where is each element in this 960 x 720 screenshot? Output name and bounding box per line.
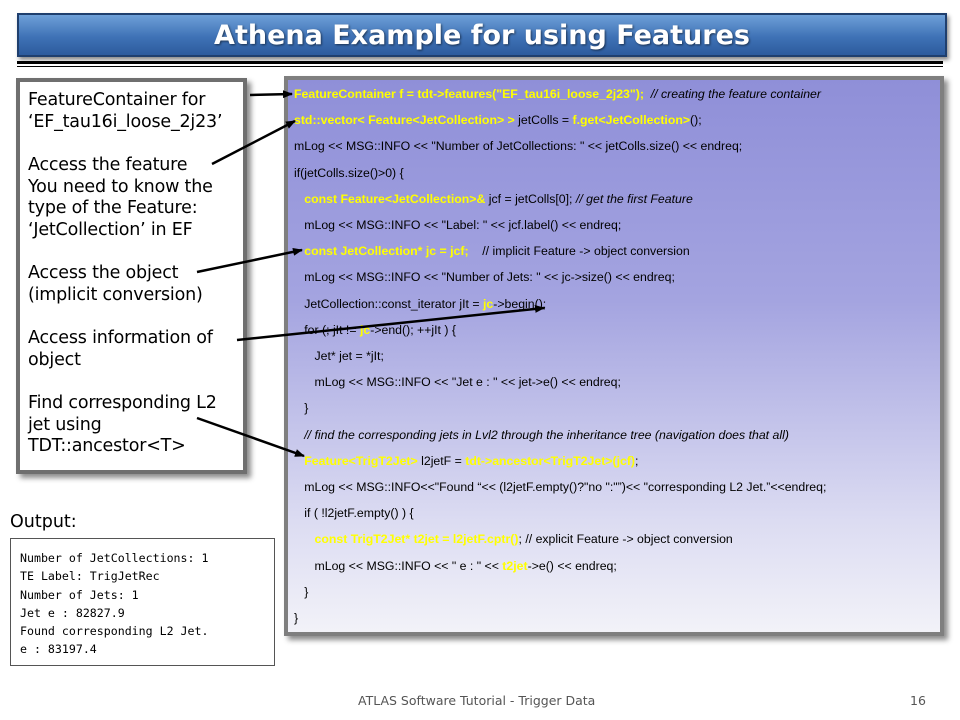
- code-text: mLog << MSG::INFO << "Number of JetColle…: [294, 139, 743, 154]
- code-line: mLog << MSG::INFO << "Label: " << jcf.la…: [294, 218, 621, 232]
- description-item: FeatureContainer for‘EF_tau16i_loose_2j2…: [28, 90, 237, 133]
- output-line: Number of Jets: 1: [20, 587, 139, 602]
- code-text: mLog << MSG::INFO << "Number of Jets: " …: [294, 270, 675, 285]
- code-line: FeatureContainer f = tdt->features("EF_t…: [294, 87, 821, 101]
- code-text: jcf = jetColls[0];: [485, 191, 576, 206]
- title-rule: [17, 61, 943, 64]
- page-number: 16: [910, 693, 926, 708]
- code-highlight: tdt->ancestor<TrigT2Jet>(jcf): [465, 453, 636, 468]
- code-line: JetCollection::const_iterator jIt = jc->…: [294, 297, 546, 311]
- description-line: (implicit conversion): [28, 284, 203, 305]
- code-line: mLog << MSG::INFO << "Number of JetColle…: [294, 139, 742, 153]
- code-text: // creating the feature container: [643, 87, 821, 101]
- code-text: }: [294, 611, 299, 625]
- arrow-find-l2: [196, 416, 305, 458]
- code-text: JetCollection::const_iterator jIt =: [294, 296, 483, 311]
- title-bar: Athena Example for using Features: [17, 13, 947, 57]
- code-text: mLog << MSG::INFO << "Label: " << jcf.la…: [294, 218, 622, 232]
- description-line: jet using: [28, 414, 102, 435]
- description-line: ‘EF_tau16i_loose_2j23’: [28, 111, 223, 132]
- code-line: // find the corresponding jets in Lvl2 t…: [294, 428, 789, 442]
- code-highlight: f.get<JetCollection>: [572, 113, 691, 128]
- description-line: FeatureContainer for: [28, 90, 206, 110]
- code-line: Jet* jet = *jIt;: [294, 349, 384, 363]
- description-panel: FeatureContainer for‘EF_tau16i_loose_2j2…: [16, 78, 247, 474]
- code-highlight: const TrigT2Jet* t2jet = l2jetF.cptr(): [314, 532, 519, 547]
- output-line: Jet e : 82827.9: [20, 605, 125, 620]
- code-line: mLog << MSG::INFO << "Number of Jets: " …: [294, 270, 675, 284]
- code-text: ->begin();: [493, 296, 547, 311]
- code-highlight: FeatureContainer f = tdt->features("EF_t…: [294, 87, 644, 101]
- code-line: const Feature<JetCollection>& jcf = jetC…: [294, 192, 693, 206]
- description-line: ‘JetCollection’ in EF: [28, 219, 193, 240]
- code-line: mLog << MSG::INFO << "Jet e : " << jet->…: [294, 375, 621, 390]
- code-line: }: [294, 401, 308, 415]
- code-highlight: Feature<TrigT2Jet>: [304, 453, 418, 468]
- description-line: Find corresponding L2: [28, 393, 217, 413]
- slide-title: Athena Example for using Features: [214, 19, 750, 51]
- code-text: mLog << MSG::INFO << " e : " <<: [294, 558, 503, 573]
- code-line: const JetCollection* jc = jcf; // implic…: [294, 244, 690, 259]
- code-text: // implicit Feature -> object conversion: [468, 244, 690, 259]
- footer-text: ATLAS Software Tutorial - Trigger Data: [358, 693, 596, 708]
- code-line: }: [294, 611, 298, 625]
- description-line: Access the object: [28, 263, 179, 283]
- description-line: Access the feature: [28, 155, 188, 175]
- code-text: }: [294, 401, 309, 416]
- output-line: Number of JetCollections: 1: [20, 551, 209, 565]
- arrow-access-information: [236, 304, 545, 342]
- code-text: // get the first Feature: [575, 191, 693, 206]
- code-line: }: [294, 585, 308, 599]
- code-line: mLog << MSG::INFO<<"Found “<< (l2jetF.em…: [294, 480, 826, 494]
- code-highlight: jc: [359, 322, 371, 337]
- output-line: e : 83197.4: [20, 642, 97, 657]
- code-line: if ( !l2jetF.empty() ) {: [294, 506, 414, 521]
- code-line: mLog << MSG::INFO << " e : " << t2jet->e…: [294, 558, 617, 573]
- code-text: ->end(); ++jIt ) {: [370, 322, 456, 337]
- output-box: Number of JetCollections: 1 TE Label: Tri…: [10, 538, 275, 666]
- description-item: Access the object(implicit conversion): [28, 263, 237, 306]
- code-line: Feature<TrigT2Jet> l2jetF = tdt->ancesto…: [294, 454, 638, 468]
- code-text: ; // explicit Feature -> object conversi…: [518, 532, 733, 547]
- code-highlight: t2jet: [502, 558, 528, 573]
- description-line: Access information of: [28, 328, 213, 348]
- code-text: if(jetColls.size()>0) {: [294, 165, 404, 180]
- code-text: mLog << MSG::INFO<<"Found “<< (l2jetF.em…: [294, 480, 827, 494]
- code-text: Jet* jet = *jIt;: [294, 349, 384, 363]
- description-line: You need to know the: [28, 176, 213, 197]
- code-text: if ( !l2jetF.empty() ) {: [294, 506, 414, 521]
- code-text: l2jetF =: [417, 453, 466, 468]
- code-line: const TrigT2Jet* t2jet = l2jetF.cptr(); …: [294, 532, 733, 546]
- code-text: ();: [690, 113, 702, 128]
- arrow-feature-container: [249, 90, 293, 99]
- output-label: Output:: [10, 512, 77, 532]
- code-highlight: std::vector< Feature<JetCollection> >: [294, 113, 519, 128]
- description-line: object: [28, 349, 81, 370]
- code-text: mLog << MSG::INFO << "Jet e : " << jet->…: [294, 375, 621, 390]
- code-text: ;: [635, 453, 639, 468]
- description-line: TDT::ancestor<T>: [28, 436, 186, 456]
- code-highlight: const Feature<JetCollection>&: [304, 191, 486, 206]
- code-line: for (; jIt != jc->end(); ++jIt ) {: [294, 323, 456, 337]
- code-text: ->e() << endreq;: [527, 558, 617, 573]
- code-text: jetColls =: [518, 113, 573, 128]
- code-highlight: jc: [482, 296, 494, 311]
- arrow-access-feature: [211, 119, 296, 166]
- code-line: std::vector< Feature<JetCollection> > je…: [294, 113, 702, 127]
- title-rule-thin: [17, 66, 943, 67]
- code-text: }: [294, 584, 309, 599]
- output-line: TE Label: TrigJetRec: [20, 569, 160, 584]
- output-line: Found corresponding L2 Jet.: [20, 624, 209, 639]
- code-line: if(jetColls.size()>0) {: [294, 166, 404, 180]
- code-highlight: const JetCollection* jc = jcf;: [304, 244, 469, 259]
- code-panel: FeatureContainer f = tdt->features("EF_t…: [284, 76, 944, 636]
- code-text: // find the corresponding jets in Lvl2 t…: [294, 427, 789, 442]
- description-line: type of the Feature:: [28, 198, 198, 218]
- arrow-access-object: [196, 247, 303, 274]
